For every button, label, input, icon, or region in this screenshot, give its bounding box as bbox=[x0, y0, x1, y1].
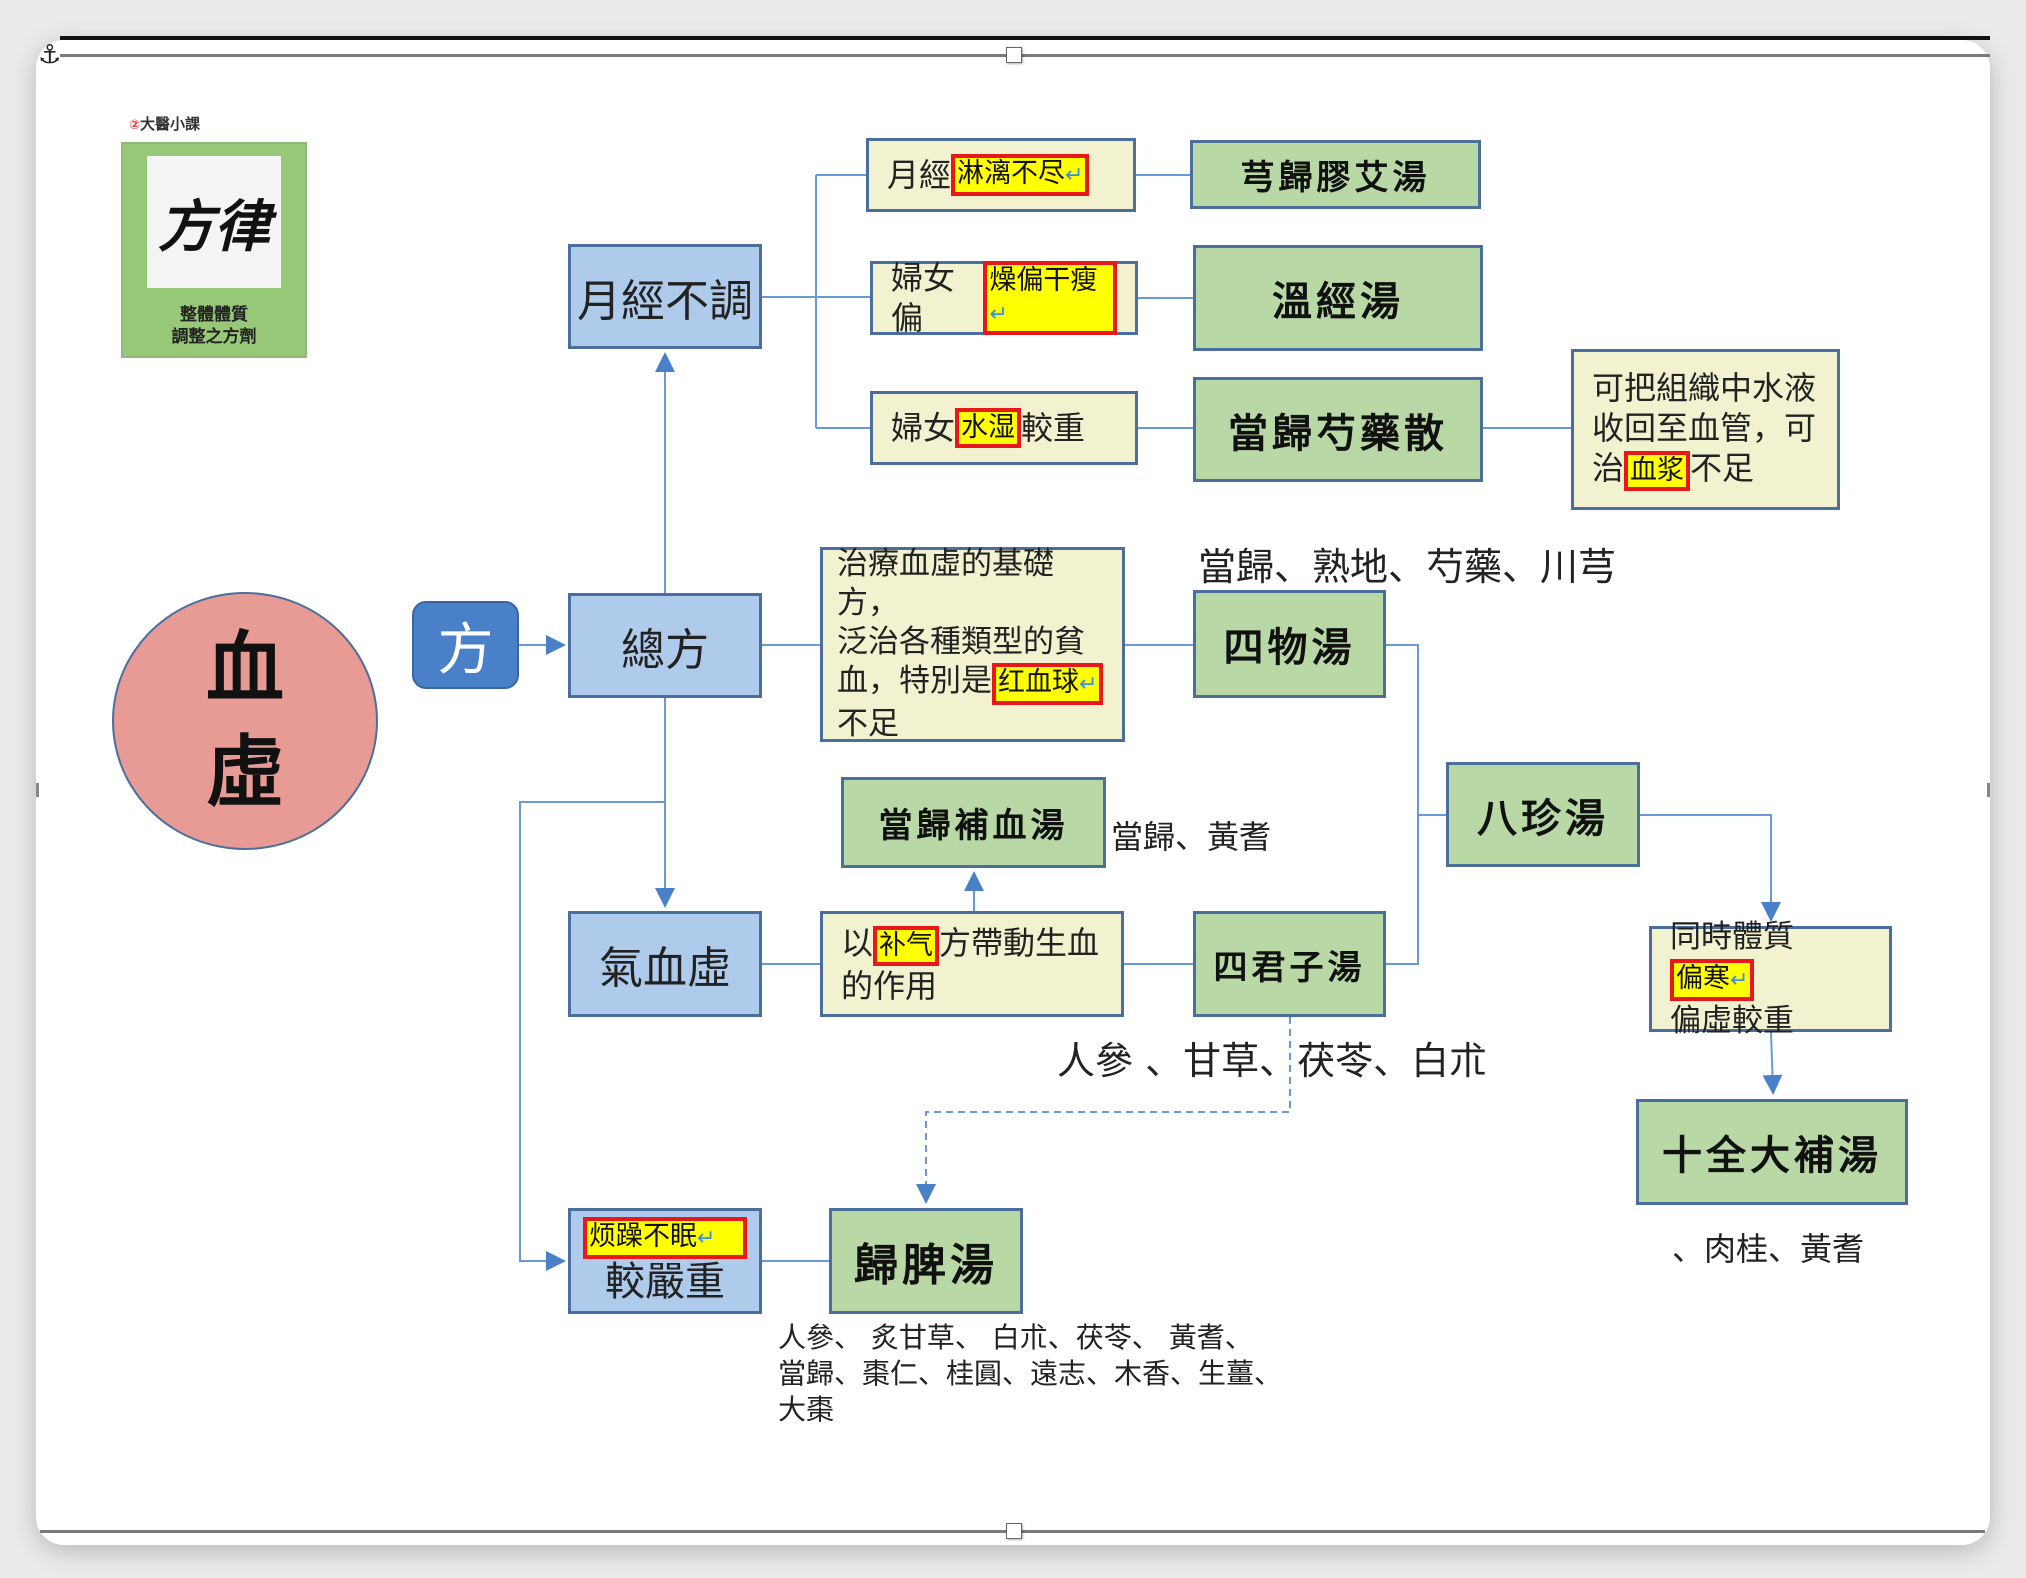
note-bazhen-line1: 同時體質偏寒↵ bbox=[1670, 917, 1871, 1001]
formula-gui-pi[interactable]: 歸脾湯 bbox=[829, 1208, 1023, 1314]
branch-box-water-damp[interactable]: 婦女水湿較重 bbox=[870, 391, 1138, 465]
note-siwu-prefix: 血，特別是 bbox=[837, 663, 992, 699]
connector-yuejing-branches bbox=[762, 174, 870, 429]
formula-ba-zhen[interactable]: 八珍湯 bbox=[1446, 762, 1640, 867]
highlight-red-blood-cell: 红血球↵ bbox=[992, 663, 1104, 705]
node-severe[interactable]: 烦躁不眠↵ 較嚴重 bbox=[568, 1208, 762, 1314]
note-ds-prefix: 治 bbox=[1592, 449, 1625, 487]
note-siwu-line4: 不足 bbox=[837, 706, 899, 742]
bottom-resize-handle[interactable] bbox=[1006, 1523, 1022, 1539]
highlight-prolonged: 淋漓不尽↵ bbox=[951, 154, 1090, 196]
brand-label: ②大醫小課 bbox=[129, 113, 200, 134]
note-buqi: 以补气方帶動生血 的作用 bbox=[820, 911, 1124, 1017]
note-buqi-line2: 的作用 bbox=[841, 966, 938, 1005]
note-ds-line1: 可把組織中水液 bbox=[1592, 369, 1817, 407]
node-zong-fang[interactable]: 總方 bbox=[568, 593, 762, 698]
highlight-plasma-text: 血浆 bbox=[1630, 455, 1685, 486]
note-siwu-line2: 泛治各種類型的貧 bbox=[837, 624, 1085, 660]
note-buqi-prefix: 以 bbox=[841, 923, 874, 962]
guipi-ingredients-line3: 大棗 bbox=[778, 1393, 835, 1426]
branch1-prefix: 月經 bbox=[887, 156, 952, 194]
left-resize-handle[interactable] bbox=[36, 783, 39, 797]
note-ds-suffix: 不足 bbox=[1690, 449, 1755, 487]
formula-shi-quan-da-bu[interactable]: 十全大補湯 bbox=[1636, 1099, 1908, 1205]
return-mark-icon: ↵ bbox=[697, 1226, 716, 1251]
logo-calligraphy: 方律 bbox=[147, 156, 281, 288]
logo-caption-line1: 整體體質 bbox=[180, 305, 248, 325]
connector-note-shiquan bbox=[1762, 1031, 1783, 1095]
note-siwu-line1: 治療血虛的基礎方， bbox=[837, 546, 1054, 621]
note-bazhen: 同時體質偏寒↵ 偏虛較重 bbox=[1649, 919, 1892, 1039]
note-siwu: 治療血虛的基礎方， 泛治各種類型的貧 血，特別是红血球↵ 不足 bbox=[820, 546, 1125, 742]
formula-danggui-shaoyao[interactable]: 當歸芍藥散 bbox=[1193, 377, 1483, 482]
highlight-plasma: 血浆 bbox=[1624, 451, 1691, 491]
right-resize-handle[interactable] bbox=[1987, 783, 1990, 797]
return-mark-icon: ↵ bbox=[989, 302, 1008, 327]
connector-siwu-sijunzi-bazhen bbox=[1386, 644, 1446, 965]
note-ds-line2: 收回至血管，可 bbox=[1592, 409, 1817, 447]
connector-sijunzi-guipi-dashed bbox=[916, 1017, 1291, 1204]
highlight-insomnia: 烦躁不眠↵ bbox=[583, 1217, 747, 1259]
highlight-water-damp: 水湿 bbox=[955, 408, 1022, 448]
guipi-ingredients-line1: 人參、 炙甘草、 白朮、茯苓、 黃耆、 bbox=[778, 1321, 1253, 1354]
brand-badge-icon: ② bbox=[129, 118, 141, 133]
fang-button[interactable]: 方 bbox=[412, 601, 519, 689]
formula-si-wu[interactable]: 四物湯 bbox=[1193, 590, 1386, 698]
highlight-water-damp-text: 水湿 bbox=[961, 412, 1016, 443]
note-siwu-line3: 血，特別是红血球↵ bbox=[837, 662, 1104, 705]
guipi-ingredients: 人參、 炙甘草、 白朮、茯苓、 黃耆、 當歸、棗仁、桂圓、遠志、木香、生薑、 大… bbox=[778, 1320, 1338, 1428]
top-resize-handle[interactable] bbox=[1006, 47, 1022, 63]
anchor-icon[interactable]: ⚓ bbox=[38, 40, 62, 70]
root-node-blood-deficiency[interactable]: 血 虛 bbox=[112, 592, 378, 850]
highlight-buqi-text: 补气 bbox=[879, 929, 934, 961]
formula-si-junzi[interactable]: 四君子湯 bbox=[1193, 911, 1386, 1017]
branch-box-dry-thin[interactable]: 婦女偏 燥偏干瘦 ↵ bbox=[870, 259, 1138, 337]
return-mark-icon: ↵ bbox=[1730, 968, 1749, 993]
connector-bazhen-note bbox=[1640, 814, 1781, 922]
note-buqi-suffix: 方帶動生血 bbox=[939, 923, 1100, 962]
node-qi-blood-deficiency[interactable]: 氣血虛 bbox=[568, 911, 762, 1017]
highlight-dry-thin: 燥偏干瘦 ↵ bbox=[983, 261, 1117, 335]
guipi-ingredients-line2: 當歸、棗仁、桂圓、遠志、木香、生薑、 bbox=[778, 1357, 1283, 1390]
highlight-insomnia-text: 烦躁不眠 bbox=[589, 1221, 697, 1252]
logo-caption: 整體體質 調整之方劑 bbox=[123, 304, 305, 348]
siwu-ingredients: 當歸、熟地、芍藥、川芎 bbox=[1198, 545, 1617, 589]
severe-text: 較嚴重 bbox=[605, 1259, 725, 1305]
highlight-cold-text: 偏寒 bbox=[1676, 963, 1730, 994]
top-guide-line bbox=[60, 54, 1990, 57]
formula-xiong-gui-jiao-ai[interactable]: 芎歸膠艾湯 bbox=[1190, 140, 1481, 209]
formula-wen-jing[interactable]: 溫經湯 bbox=[1193, 245, 1483, 351]
root-line1: 血 bbox=[205, 623, 284, 714]
branch2-prefix: 婦女偏 bbox=[891, 259, 956, 337]
node-menstrual-irregular[interactable]: 月經不調 bbox=[568, 244, 762, 349]
note-bazhen-prefix: 同時體質 bbox=[1670, 919, 1794, 955]
sijunzi-ingredients: 人參 、甘草、茯苓、白朮 bbox=[1057, 1039, 1488, 1083]
branch3-suffix: 較重 bbox=[1021, 409, 1086, 447]
note-bazhen-line2: 偏虛較重 bbox=[1670, 1003, 1794, 1039]
highlight-cold: 偏寒↵ bbox=[1670, 959, 1755, 1001]
branch-box-prolonged-menses[interactable]: 月經淋漓不尽↵ bbox=[866, 138, 1136, 212]
logo-caption-line2: 調整之方劑 bbox=[171, 327, 257, 347]
root-line2: 虛 bbox=[205, 727, 284, 818]
note-ds-line3: 治血浆不足 bbox=[1592, 448, 1754, 491]
connector-zongfang-jiaoyanzhong bbox=[519, 801, 665, 1271]
danggui-buxue-ingredients: 當歸、黃耆 bbox=[1111, 818, 1272, 856]
brand-label-text: 大醫小課 bbox=[140, 115, 201, 133]
highlight-dry-thin-text: 燥偏干瘦 bbox=[989, 265, 1098, 296]
branch3-prefix: 婦女 bbox=[891, 409, 956, 447]
note-buqi-line1: 以补气方帶動生血 bbox=[841, 923, 1099, 966]
return-mark-icon: ↵ bbox=[1065, 163, 1084, 188]
return-mark-icon: ↵ bbox=[1079, 672, 1098, 697]
shiquan-ingredients: 、肉桂、黃耆 bbox=[1672, 1230, 1865, 1268]
formula-danggui-buxue[interactable]: 當歸補血湯 bbox=[841, 777, 1106, 868]
logo-card: 方律 整體體質 調整之方劑 bbox=[121, 142, 307, 358]
note-danggui-shaoyao: 可把組織中水液 收回至血管，可 治血浆不足 bbox=[1571, 349, 1840, 510]
highlight-prolonged-text: 淋漓不尽 bbox=[957, 158, 1066, 189]
highlight-buqi: 补气 bbox=[873, 925, 940, 966]
highlight-rbc-text: 红血球 bbox=[998, 667, 1079, 698]
page-top-border bbox=[60, 36, 1990, 40]
